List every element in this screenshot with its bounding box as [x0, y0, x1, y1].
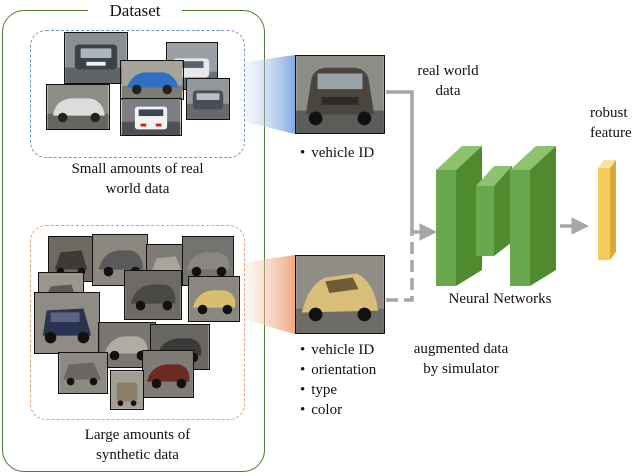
synthetic-caption-line1: Large amounts of — [84, 427, 191, 443]
real-attribute-vehicle-id: vehicle ID — [300, 143, 374, 163]
neural-network-block-1 — [436, 146, 482, 286]
real-caption-line1: Small amounts of real — [71, 161, 204, 177]
real-photo-3 — [120, 60, 184, 100]
robust-feature-bar — [598, 160, 616, 260]
synthetic-caption-line2: synthetic data — [96, 447, 179, 463]
augmented-label-line1: augmented data — [413, 341, 509, 357]
neural-network-block-3 — [510, 146, 556, 286]
synthetic-sample-attributes: vehicle ID orientation type color — [300, 340, 376, 420]
real-photo-5 — [120, 98, 182, 136]
synthetic-photo-9 — [98, 322, 156, 368]
synthetic-photo-13 — [110, 370, 144, 410]
real-world-label-line2: data — [435, 83, 461, 99]
synthetic-sample-image — [295, 255, 385, 334]
synthetic-photo-12 — [142, 350, 194, 398]
synthetic-photo-8 — [34, 292, 100, 354]
real-caption-line2: world data — [105, 181, 170, 197]
synthetic-attribute-type: type — [300, 380, 376, 400]
synthetic-photo-6 — [124, 270, 182, 320]
synthetic-attribute-orientation: orientation — [300, 360, 376, 380]
synthetic-photo-7 — [188, 276, 240, 322]
dataset-title: Dataset — [88, 0, 182, 22]
neural-networks-label: Neural Networks — [448, 291, 552, 307]
real-photo-4 — [46, 84, 110, 130]
real-photo-1 — [64, 32, 128, 84]
augmented-label-line2: by simulator — [423, 361, 499, 377]
synthetic-data-arrow — [386, 232, 414, 302]
neural-network-block-2 — [476, 166, 512, 256]
real-photo-6 — [186, 78, 230, 120]
real-sample-attributes: vehicle ID — [300, 143, 374, 163]
robust-feature-label-line1: robust — [590, 105, 628, 121]
real-world-label-line1: real world — [417, 63, 479, 79]
synthetic-attribute-color: color — [300, 400, 376, 420]
real-sample-image — [295, 55, 385, 134]
real-data-group — [30, 30, 245, 158]
real-data-arrow — [386, 90, 437, 241]
robust-feature-label-line2: feature — [590, 125, 632, 141]
synthetic-attribute-vehicle-id: vehicle ID — [300, 340, 376, 360]
synthetic-photo-11 — [58, 352, 108, 394]
synthetic-data-group — [30, 225, 245, 420]
